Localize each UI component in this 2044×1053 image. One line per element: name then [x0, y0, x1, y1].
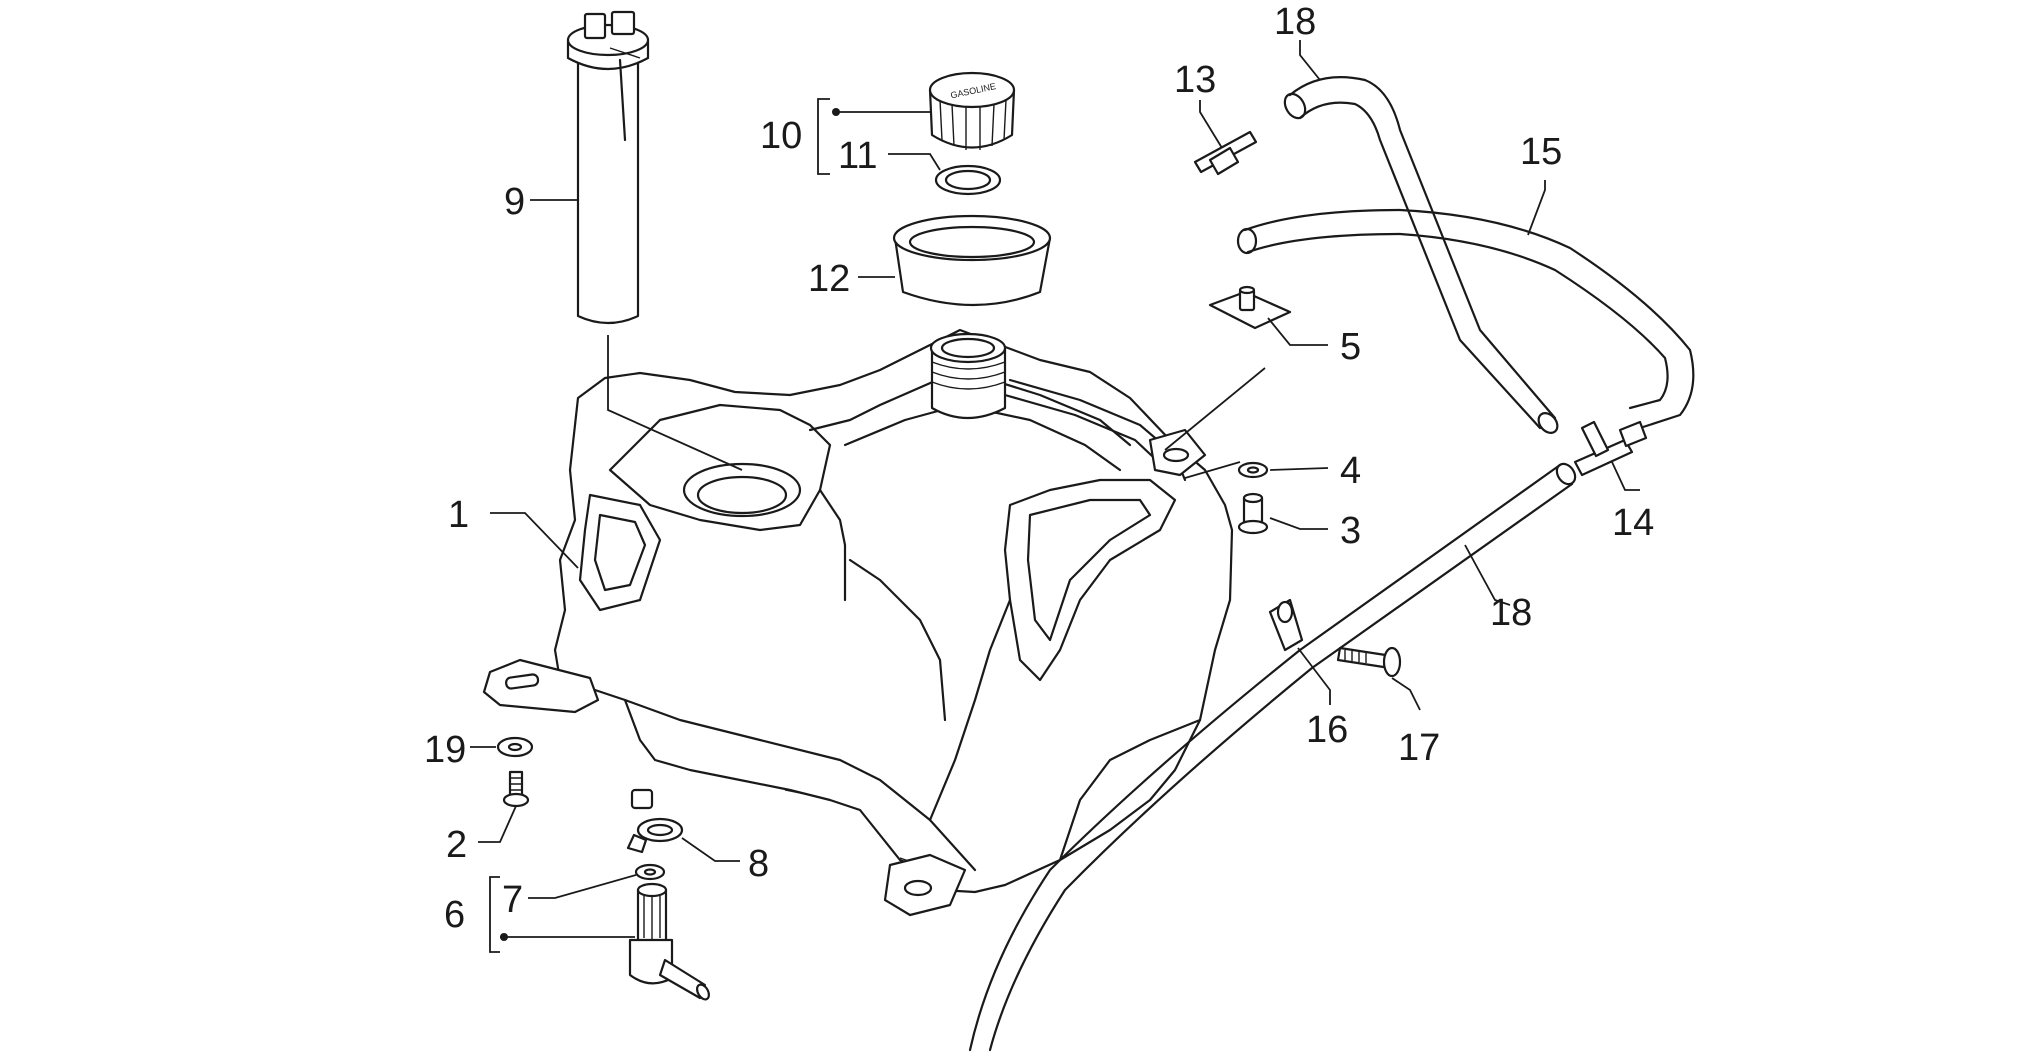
- t-fitting: [1573, 420, 1648, 477]
- callout-6: 6: [444, 894, 465, 936]
- filler-neck: [929, 332, 1007, 419]
- callout-17: 17: [1398, 727, 1440, 769]
- callout-1: 1: [448, 494, 469, 536]
- fuel-tank: [482, 328, 1234, 917]
- valve-washer: [634, 863, 666, 881]
- callout-11: 11: [838, 135, 877, 177]
- clip-nut: [1208, 285, 1292, 330]
- hose-clamp-bracket: [1268, 598, 1304, 652]
- callout-16: 16: [1306, 709, 1348, 751]
- callout-7: 7: [502, 879, 523, 921]
- callout-18-top: 18: [1274, 1, 1316, 43]
- filler-cap: GASOLINE: [928, 71, 1016, 150]
- callout-13: 13: [1174, 59, 1216, 101]
- fuel-valve: [628, 882, 710, 1001]
- washer-right: [1237, 461, 1269, 479]
- spacer: [1237, 492, 1269, 535]
- fuel-level-sender: [566, 10, 743, 471]
- callout-18-bottom: 18: [1490, 592, 1532, 634]
- callout-8: 8: [748, 843, 769, 885]
- leader-lines: [470, 40, 1640, 953]
- screw: [502, 770, 530, 808]
- cap-gasket: [934, 164, 1002, 196]
- callout-10: 10: [760, 115, 802, 157]
- filler-splash-ring: [892, 214, 1052, 307]
- callout-12: 12: [808, 258, 850, 300]
- callout-15: 15: [1520, 131, 1562, 173]
- callout-19: 19: [424, 729, 466, 771]
- vent-hose: [1236, 208, 1695, 430]
- washer-left: [496, 736, 534, 758]
- callout-2: 2: [446, 824, 467, 866]
- hose-clamp: [626, 817, 684, 854]
- callout-3: 3: [1340, 510, 1361, 552]
- callout-9: 9: [504, 181, 525, 223]
- hose-connector: [1193, 130, 1258, 176]
- fuel-hose-bottom: [968, 462, 1577, 1052]
- callout-5: 5: [1340, 326, 1361, 368]
- breather-hose-top: [1283, 76, 1559, 434]
- callout-labels: 1 2 3 4 5 6 7 8 9 10 11 12 13 14 15 16 1…: [424, 1, 1654, 936]
- callout-14: 14: [1612, 502, 1654, 544]
- bolt: [1336, 646, 1402, 678]
- callout-4: 4: [1340, 450, 1361, 492]
